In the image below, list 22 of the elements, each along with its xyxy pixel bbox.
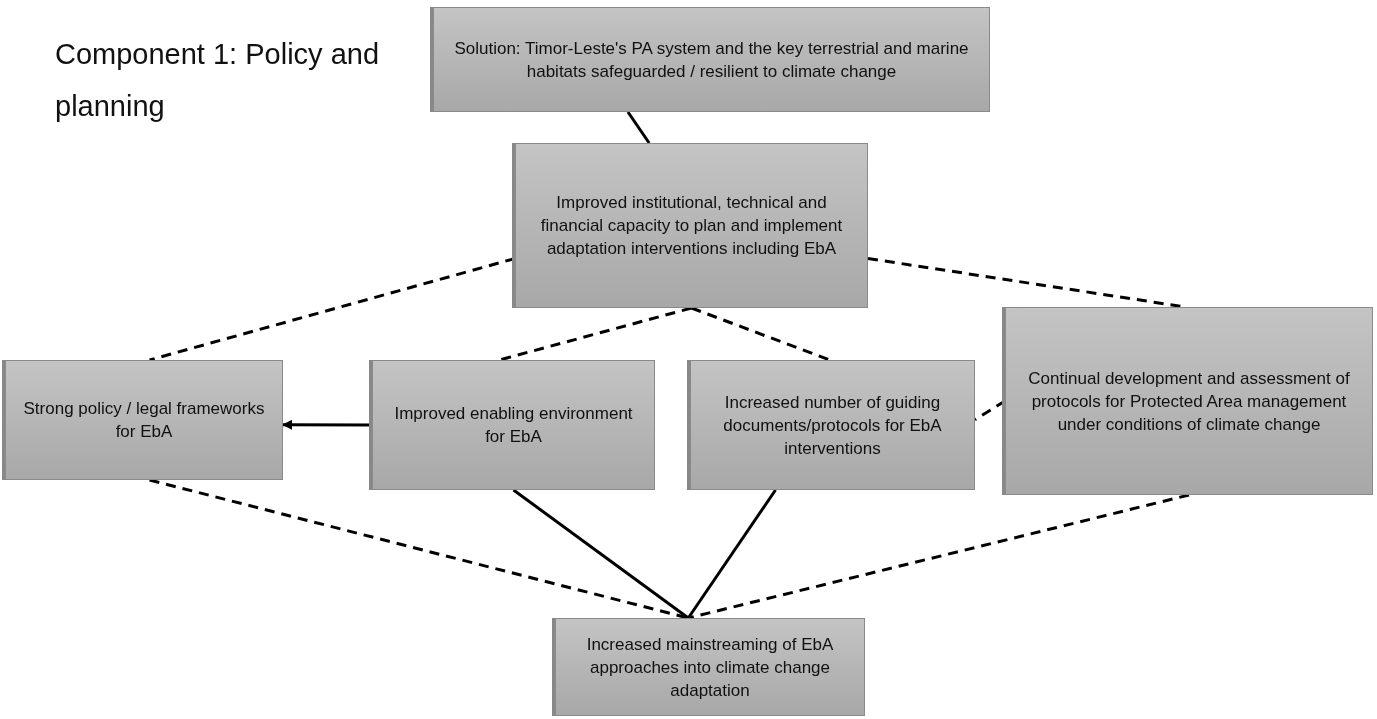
box-text: Improved institutional, technical and financial capacity to plan and implement adaptation interventions including EbA — [539, 192, 844, 260]
box-text: Increased mainstreaming of EbA approaches into climate change adaptation — [585, 633, 835, 702]
box-text: Solution: Timor-Leste's PA system and the key terrestrial and marine habitats safeguarded / resilient to climate change — [453, 37, 970, 83]
process-box — [690, 360, 975, 490]
dashed-connector — [687, 493, 1190, 620]
dashed-connector — [690, 306, 831, 362]
process-box — [515, 143, 868, 308]
connector-line — [626, 111, 651, 144]
connector-line — [512, 488, 690, 620]
dashed-connector — [498, 306, 692, 362]
box-text: Increased number of guiding documents/protocols for EbA interventions — [722, 391, 943, 460]
connector-line — [687, 489, 777, 619]
process-box — [5, 360, 283, 480]
connector-line — [282, 419, 372, 430]
process-box — [433, 7, 990, 112]
box-text: Strong policy / legal frameworks for EbA — [22, 398, 266, 443]
box-text: Continual development and assessment of protocols for Protected Area management under conditions of climate change — [1027, 367, 1351, 436]
process-box — [372, 360, 655, 490]
process-box — [555, 618, 865, 716]
process-box — [1005, 307, 1373, 495]
diagram-title: Component 1: Policy and planning — [55, 37, 381, 124]
box-text: Improved enabling environment for EbA — [393, 403, 634, 448]
